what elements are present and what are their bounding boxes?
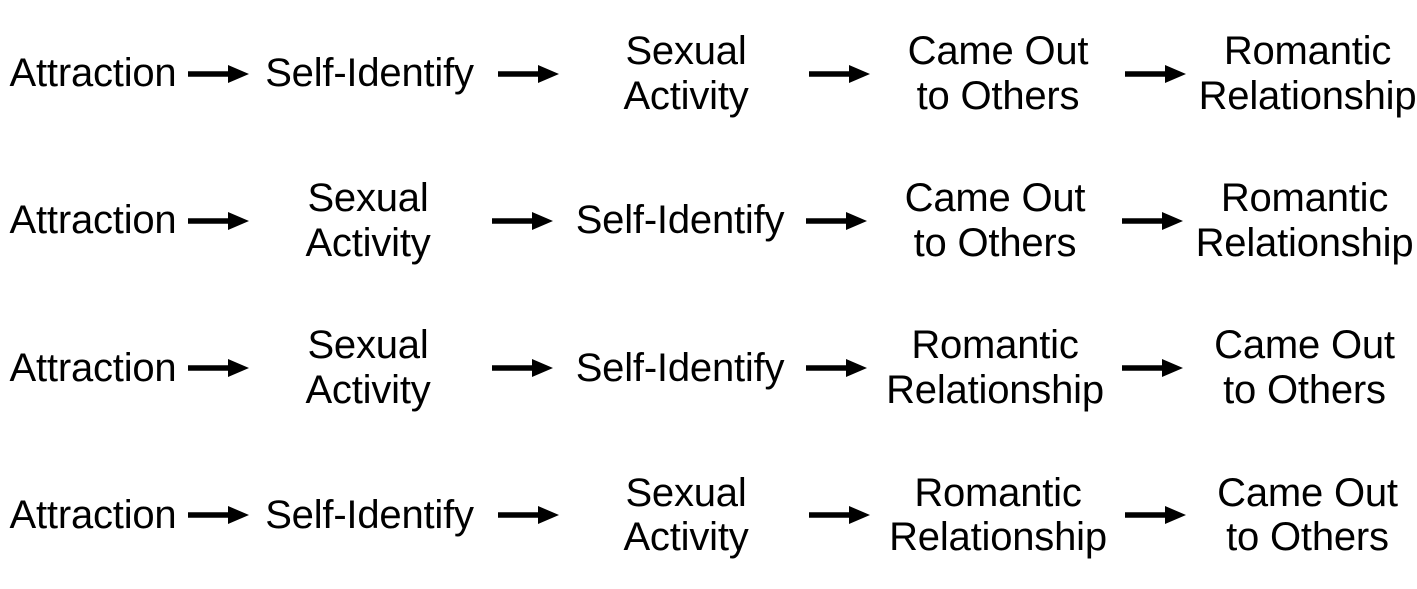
milestone-label: Self-Identify [265, 492, 474, 537]
milestone-node: Attraction [0, 51, 186, 96]
milestone-label: Sexual Activity [305, 323, 431, 413]
milestone-label: Sexual Activity [623, 470, 749, 560]
sequence-row-2: Attraction Sexual Activity Self-Identify… [0, 147, 1417, 294]
right-arrow-icon [487, 498, 571, 532]
sequence-row-3: Attraction Sexual Activity Self-Identify… [0, 295, 1417, 442]
milestone-label: Romantic Relationship [1195, 176, 1414, 265]
milestone-node: Attraction [0, 198, 186, 243]
milestone-node: Attraction [0, 346, 186, 391]
milestone-label: Came Out to Others [1217, 470, 1398, 560]
milestone-label: Attraction [9, 51, 177, 96]
milestone-label: Attraction [9, 345, 177, 390]
milestone-label: Came Out to Others [1214, 323, 1395, 413]
right-arrow-icon [1114, 204, 1192, 238]
milestone-node: Came Out to Others [1195, 471, 1417, 561]
sequence-row-4: Attraction Self-Identify Sexual Activity… [0, 442, 1417, 589]
milestone-label: Self-Identify [575, 198, 785, 243]
milestone-node: Self-Identify [252, 493, 487, 538]
right-arrow-icon [798, 351, 876, 385]
milestone-label: Romantic Relationship [1198, 28, 1417, 118]
right-arrow-icon [484, 204, 562, 238]
milestone-node: Self-Identify [252, 51, 487, 96]
milestone-label: Came Out to Others [907, 28, 1089, 118]
milestone-node: Romantic Relationship [876, 323, 1114, 413]
milestone-node: Came Out to Others [879, 29, 1117, 119]
milestone-label: Romantic Relationship [889, 470, 1107, 560]
right-arrow-icon [186, 204, 252, 238]
milestone-node: Sexual Activity [571, 29, 801, 119]
milestone-node: Came Out to Others [1192, 323, 1417, 413]
right-arrow-icon [1117, 57, 1195, 91]
right-arrow-icon [186, 351, 252, 385]
right-arrow-icon [1117, 498, 1195, 532]
right-arrow-icon [186, 498, 252, 532]
milestone-node: Came Out to Others [876, 176, 1114, 266]
milestone-label: Sexual Activity [305, 176, 431, 265]
milestone-label: Sexual Activity [623, 28, 749, 118]
sequence-row-1: Attraction Self-Identify Sexual Activity… [0, 0, 1417, 147]
right-arrow-icon [1114, 351, 1192, 385]
milestone-label: Attraction [9, 492, 177, 537]
milestone-node: Romantic Relationship [879, 471, 1117, 561]
milestone-label: Romantic Relationship [886, 323, 1104, 413]
milestone-node: Sexual Activity [252, 323, 484, 413]
milestone-label: Attraction [9, 198, 177, 243]
milestone-node: Self-Identify [562, 346, 798, 391]
right-arrow-icon [484, 351, 562, 385]
milestone-node: Sexual Activity [571, 471, 801, 561]
right-arrow-icon [186, 57, 252, 91]
milestone-node: Self-Identify [562, 198, 798, 243]
milestone-node: Romantic Relationship [1195, 29, 1417, 119]
right-arrow-icon [487, 57, 571, 91]
milestone-label: Self-Identify [575, 345, 785, 390]
milestone-node: Sexual Activity [252, 176, 484, 266]
milestone-node: Attraction [0, 493, 186, 538]
right-arrow-icon [798, 204, 876, 238]
right-arrow-icon [801, 498, 879, 532]
milestone-label: Self-Identify [265, 51, 474, 96]
right-arrow-icon [801, 57, 879, 91]
milestone-node: Romantic Relationship [1192, 176, 1417, 266]
milestone-label: Came Out to Others [904, 176, 1086, 265]
